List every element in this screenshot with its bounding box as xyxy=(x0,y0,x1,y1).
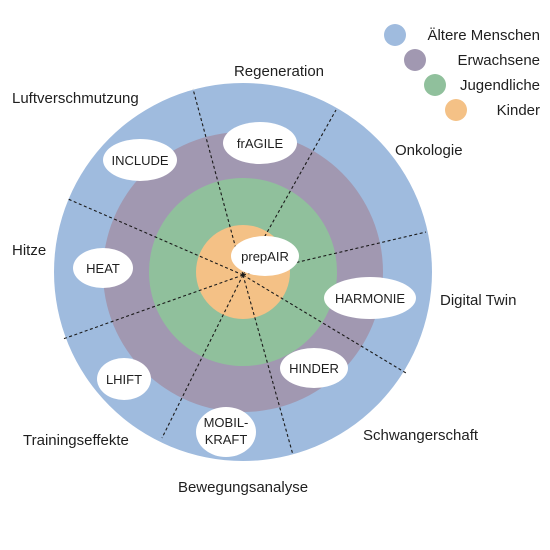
project-lhift: LHIFT xyxy=(97,358,151,400)
segment-dividers xyxy=(62,88,427,456)
segment-label-trainingseffekte: Trainingseffekte xyxy=(23,432,129,449)
project-harmonie: HARMONIE xyxy=(324,277,416,319)
legend-swatch xyxy=(445,99,467,121)
project-bubble xyxy=(324,277,416,319)
segment-label-digital-twin: Digital Twin xyxy=(440,292,516,309)
segment-labels: Regeneration Luftverschmutzung Onkologie… xyxy=(12,63,516,496)
project-bubble xyxy=(97,358,151,400)
segment-label-schwangerschaft: Schwangerschaft xyxy=(363,427,479,444)
project-label: HINDER xyxy=(289,361,339,376)
divider-line xyxy=(242,274,407,374)
legend-swatch xyxy=(384,24,406,46)
project-heat: HEAT xyxy=(73,248,133,288)
divider-line xyxy=(242,231,427,276)
project-hinder: HINDER xyxy=(280,348,348,388)
project-prepair: prepAIR xyxy=(231,236,299,276)
project-label: prepAIR xyxy=(241,249,289,264)
project-bubble xyxy=(103,139,177,181)
project-label: INCLUDE xyxy=(111,153,168,168)
project-bubble xyxy=(73,248,133,288)
legend-item-aeltere-menschen: Ältere Menschen xyxy=(384,24,540,46)
divider-line xyxy=(161,274,244,439)
legend-label: Erwachsene xyxy=(457,52,540,69)
project-fragile: frAGILE xyxy=(223,122,297,164)
project-mobil-kraft: MOBIL- KRAFT xyxy=(196,407,256,457)
project-bubble xyxy=(231,236,299,276)
divider-line xyxy=(67,198,244,276)
legend-label: Kinder xyxy=(497,102,540,119)
legend-item-kinder: Kinder xyxy=(445,99,540,121)
project-label: KRAFT xyxy=(205,432,248,447)
segment-label-regeneration: Regeneration xyxy=(234,63,324,80)
legend-label: Jugendliche xyxy=(460,77,540,94)
project-label: MOBIL- xyxy=(204,415,249,430)
project-label: frAGILE xyxy=(237,136,284,151)
project-label: HARMONIE xyxy=(335,291,405,306)
project-bubble xyxy=(196,407,256,457)
divider-line xyxy=(62,274,244,340)
legend-label: Ältere Menschen xyxy=(427,27,540,44)
legend-swatch xyxy=(404,49,426,71)
divider-line xyxy=(192,88,244,276)
legend: Ältere Menschen Erwachsene Jugendliche K… xyxy=(384,24,540,121)
project-label: HEAT xyxy=(86,261,120,276)
project-bubbles: frAGILE INCLUDE prepAIR HEAT HARMONIE HI… xyxy=(73,122,416,457)
legend-item-erwachsene: Erwachsene xyxy=(404,49,540,71)
project-include: INCLUDE xyxy=(103,139,177,181)
divider-line xyxy=(242,274,294,456)
project-label: LHIFT xyxy=(106,372,142,387)
project-bubble xyxy=(223,122,297,164)
segment-label-onkologie: Onkologie xyxy=(395,142,463,159)
project-bubble xyxy=(280,348,348,388)
segment-label-luftverschmutzung: Luftverschmutzung xyxy=(12,90,139,107)
segment-label-hitze: Hitze xyxy=(12,242,46,259)
legend-item-jugendliche: Jugendliche xyxy=(424,74,540,96)
legend-swatch xyxy=(424,74,446,96)
segment-label-bewegungsanalyse: Bewegungsanalyse xyxy=(178,479,308,496)
divider-line xyxy=(242,109,337,276)
